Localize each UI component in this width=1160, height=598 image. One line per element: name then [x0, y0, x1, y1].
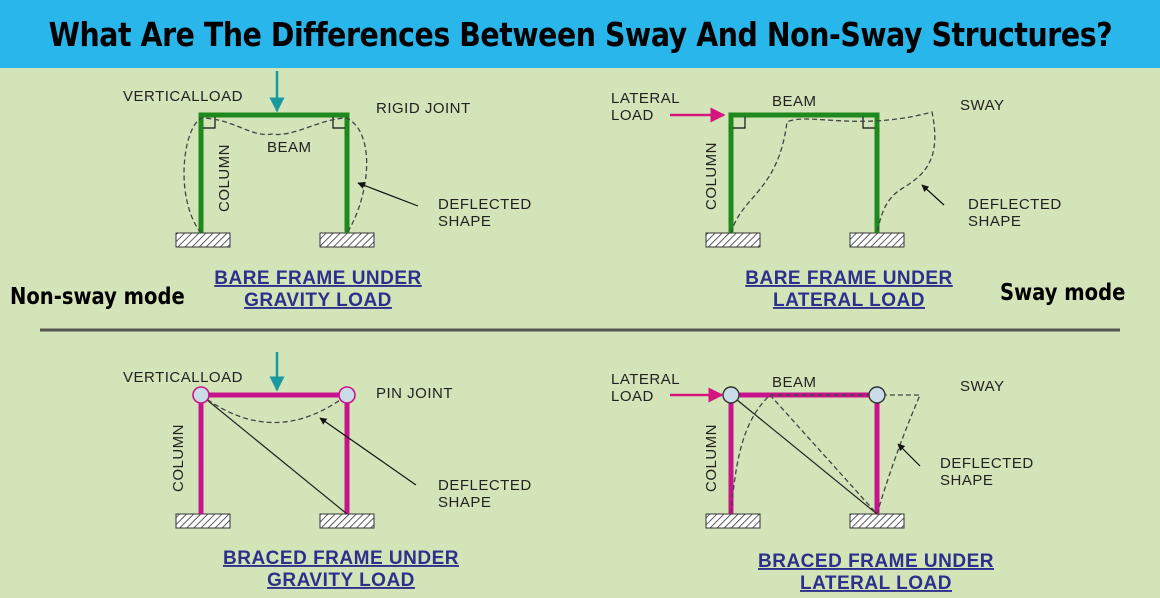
- caption-line-2: LATERAL LOAD: [800, 573, 952, 594]
- deflected-pointer-arrow: [921, 184, 945, 206]
- deflected-shape: [183, 117, 368, 234]
- caption-line-1: BRACED FRAME UNDER: [758, 551, 994, 572]
- support-left: [175, 513, 231, 529]
- caption-line-1: BARE FRAME UNDER: [214, 268, 422, 289]
- deflected-shape: [200, 394, 348, 424]
- title-banner: What Are The Differences Between Sway An…: [0, 0, 1160, 68]
- vertical-load-label: VERTICALLOAD: [123, 369, 243, 386]
- shape-label: SHAPE: [438, 213, 491, 230]
- support-right: [319, 513, 375, 529]
- vertical-load-label: VERTICALLOAD: [123, 88, 243, 105]
- rigid-joint-mark-right: [862, 117, 875, 129]
- panel-bare-lateral: LATERAL LOAD BEAM SWAY COLUMN DEFLECTED …: [611, 90, 1062, 311]
- pin-joint-right: [868, 386, 886, 404]
- rigid-joint-label: RIGID JOINT: [376, 100, 471, 117]
- column-label: COLUMN: [170, 424, 187, 492]
- shape-label: SHAPE: [438, 494, 491, 511]
- caption-line-2: LATERAL LOAD: [773, 290, 925, 311]
- beam-label: BEAM: [267, 139, 312, 156]
- bracing-diagonal: [200, 394, 348, 515]
- caption-line-2: GRAVITY LOAD: [244, 290, 392, 311]
- load-label: LOAD: [611, 388, 654, 405]
- shape-label: SHAPE: [968, 213, 1021, 230]
- sway-mode-label: Sway mode: [1000, 280, 1126, 306]
- panel-braced-gravity: VERTICALLOAD PIN JOINT COLUMN DEFLECTED …: [123, 352, 532, 591]
- deflected-label: DEFLECTED: [940, 455, 1034, 472]
- pin-joint-left: [192, 386, 210, 404]
- shape-label: SHAPE: [940, 472, 993, 489]
- pin-joint-label: PIN JOINT: [376, 385, 453, 402]
- load-label: LOAD: [611, 107, 654, 124]
- deflected-label: DEFLECTED: [968, 196, 1062, 213]
- lateral-label: LATERAL: [611, 371, 680, 388]
- bare-frame: [198, 112, 350, 233]
- support-right: [849, 232, 905, 248]
- column-label: COLUMN: [703, 142, 720, 210]
- rigid-joint-mark-left: [203, 117, 216, 129]
- frames-diagram: VERTICALLOAD RIGID JOINT BEAM COLUMN DEF…: [40, 71, 1120, 594]
- deflected-pointer-arrow: [319, 417, 417, 486]
- page-title: What Are The Differences Between Sway An…: [48, 14, 1112, 54]
- beam-label: BEAM: [772, 93, 817, 110]
- sway-label: SWAY: [960, 378, 1005, 395]
- column-label: COLUMN: [216, 144, 233, 212]
- deflected-shape: [730, 394, 921, 516]
- lateral-label: LATERAL: [611, 90, 680, 107]
- support-left: [705, 513, 761, 529]
- support-left: [705, 232, 761, 248]
- pin-joint-left: [722, 386, 740, 404]
- braced-frame: [198, 392, 350, 514]
- caption-line-2: GRAVITY LOAD: [267, 570, 415, 591]
- panel-braced-lateral: LATERAL LOAD BEAM SWAY COLUMN DEFLECTED …: [611, 371, 1034, 594]
- support-right: [849, 513, 905, 529]
- bracing-diagonal: [730, 394, 878, 515]
- deflected-pointer-arrow: [897, 443, 921, 467]
- support-left: [175, 232, 231, 248]
- caption-line-1: BRACED FRAME UNDER: [223, 548, 459, 569]
- bare-frame: [728, 112, 880, 233]
- pin-joint-right: [338, 386, 356, 404]
- rigid-joint-mark-right: [332, 117, 345, 129]
- caption-line-1: BARE FRAME UNDER: [745, 268, 953, 289]
- beam-label: BEAM: [772, 374, 817, 391]
- non-sway-mode-label: Non-sway mode: [10, 284, 185, 310]
- sway-label: SWAY: [960, 97, 1005, 114]
- deflected-label: DEFLECTED: [438, 477, 532, 494]
- deflected-label: DEFLECTED: [438, 196, 532, 213]
- support-right: [319, 232, 375, 248]
- rigid-joint-mark-left: [733, 117, 746, 129]
- panel-bare-gravity: VERTICALLOAD RIGID JOINT BEAM COLUMN DEF…: [123, 71, 532, 311]
- column-label: COLUMN: [703, 424, 720, 492]
- deflected-pointer-arrow: [357, 181, 419, 207]
- deflected-shape: [730, 111, 936, 234]
